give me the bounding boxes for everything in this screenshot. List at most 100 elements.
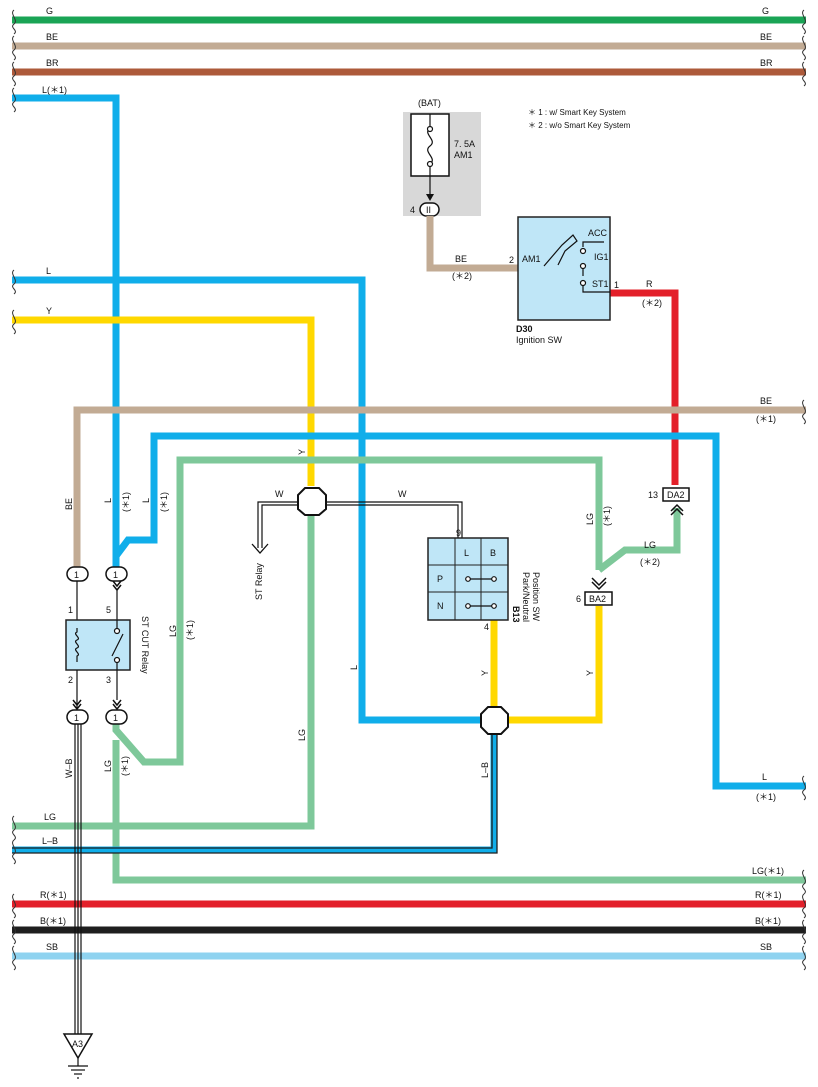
pnp-pin-bottom: 4 [484,622,489,632]
vlabel-l1-note: (＊1) [121,492,131,512]
pnp-code: B13 [511,606,521,623]
wire-lg-center: LG [12,510,315,830]
note-smart-key: ＊ 1 : w/ Smart Key System [528,108,626,117]
label-g-left: G [46,6,53,16]
label-sb-right: SB [760,942,772,952]
label-l-right: L [762,772,767,782]
relay-pin-1: 1 [68,605,73,615]
label-be-mid-note: (＊1) [756,414,776,424]
relay-pin-2: 2 [68,675,73,685]
pnp-cell-n: N [437,601,444,611]
wire-y: Y [12,306,315,486]
label-r-ign-note: (＊2) [642,298,662,308]
fuse-source-label: (BAT) [418,98,441,108]
label-r-ign: R [646,279,653,289]
vlabel-lg-lower-note: (＊1) [120,756,130,776]
ignition-code: D30 [516,324,533,334]
relay-pin-3: 3 [106,675,111,685]
ground-label: A3 [72,1039,83,1049]
pnp-pin-top: 9 [456,528,461,538]
label-b-left: B(＊1) [40,916,66,926]
label-r-right: R(＊1) [755,890,782,900]
note-no-smart-key: ＊ 2 : w/o Smart Key System [528,121,631,130]
ignition-am1: AM1 [522,254,541,264]
ignition-pin-out: 1 [614,280,619,290]
fuse-pin: 4 [410,205,415,215]
wire-y-lower [490,606,603,724]
wire-l-right: L (＊1) [112,432,806,802]
vlabel-y-lower: Y [480,670,490,676]
vlabel-be: BE [64,498,74,510]
label-w-right: W [398,489,407,499]
splice-upper [297,487,327,516]
splice-lower [480,706,509,735]
relay-pin-5: 5 [106,605,111,615]
bus-wire-br: BR BR [12,58,806,76]
fuse-rating: 7. 5A [454,139,475,149]
bus-wire-b: B(＊1) B(＊1) [12,916,806,934]
da2-pin: 13 [648,490,658,500]
wire-lb: L–B [12,730,498,854]
vlabel-lg-right-note: (＊1) [602,506,612,526]
wire-wb [74,724,82,1034]
relay-name: ST CUT Relay [140,616,150,674]
label-br-left: BR [46,58,59,68]
label-l1-top: L(＊1) [42,85,67,95]
vlabel-l2: L [141,498,151,503]
label-be-ign-note: (＊2) [452,271,472,281]
pnp-name-1: Park/Neutral [521,572,531,622]
label-be-mid-right: BE [760,396,772,406]
wire-r-ignition-da2: R (＊2) [610,279,679,485]
label-lg-da2: LG [644,540,656,550]
st-cut-relay: 1 1 1 5 ST CUT Relay 2 3 1 1 [65,566,150,725]
vlabel-l-center: L [349,665,359,670]
pnp-name-2: Position SW [531,572,541,622]
vlabel-l2-note: (＊1) [159,492,169,512]
label-sb-left: SB [46,942,58,952]
relay-conn-br: 1 [113,713,118,723]
fuse-name: AM1 [454,150,473,160]
ignition-acc: ACC [588,228,608,238]
label-r-left: R(＊1) [40,890,67,900]
ba2-label: BA2 [589,594,606,604]
wire-w: W W ST Relay [251,489,463,600]
label-w-left: W [275,489,284,499]
label-lg1-right: LG(＊1) [752,866,784,876]
break-marks [12,9,806,971]
vlabel-y: Y [297,449,307,455]
ba2-pin: 6 [576,594,581,604]
bus-wire-sb: SB SB [12,942,806,960]
relay-conn-tl: 1 [74,570,79,580]
pnp-cell-b: B [490,548,496,558]
wire-lg-da2: LG (＊2) [596,508,681,573]
ground-a3: A3 [62,1033,94,1079]
label-l-right-note: (＊1) [756,792,776,802]
wire-lg1-bottom: LG(＊1) [112,740,806,884]
wire-l-mid: L [12,266,480,724]
label-l-mid: L [46,266,51,276]
wire-lg-mid [112,456,603,766]
label-be-right: BE [760,32,772,42]
connector-ba2: BA2 6 [576,577,613,606]
label-be-ign: BE [455,254,467,264]
relay-conn-bl: 1 [74,713,79,723]
ignition-ig1: IG1 [594,252,609,262]
wire-be-fuse-ignition: BE (＊2) [426,216,518,281]
st-relay-label: ST Relay [254,563,264,600]
label-lg-da2-note: (＊2) [640,557,660,567]
fuse-connector-label: II [426,205,431,215]
label-br-right: BR [760,58,773,68]
da2-label: DA2 [667,490,685,500]
fuse-am1: (BAT) 7. 5A AM1 II 4 [403,98,481,217]
bus-wire-g: G G [12,6,806,24]
notes: ＊ 1 : w/ Smart Key System ＊ 2 : w/o Smar… [528,108,631,130]
vlabel-lg-lower: LG [103,760,113,772]
label-y-left: Y [46,306,52,316]
wire-be-mid: BE (＊1) [73,396,806,568]
bus-wire-be: BE BE [12,32,806,50]
ignition-name: Ignition SW [516,335,563,345]
wire-l1-top: L(＊1) [12,85,120,568]
vertical-labels-left: BE L (＊1) L (＊1) LG (＊1) W–B LG (＊1) Y L… [64,449,612,778]
pnp-cell-p: P [437,574,443,584]
